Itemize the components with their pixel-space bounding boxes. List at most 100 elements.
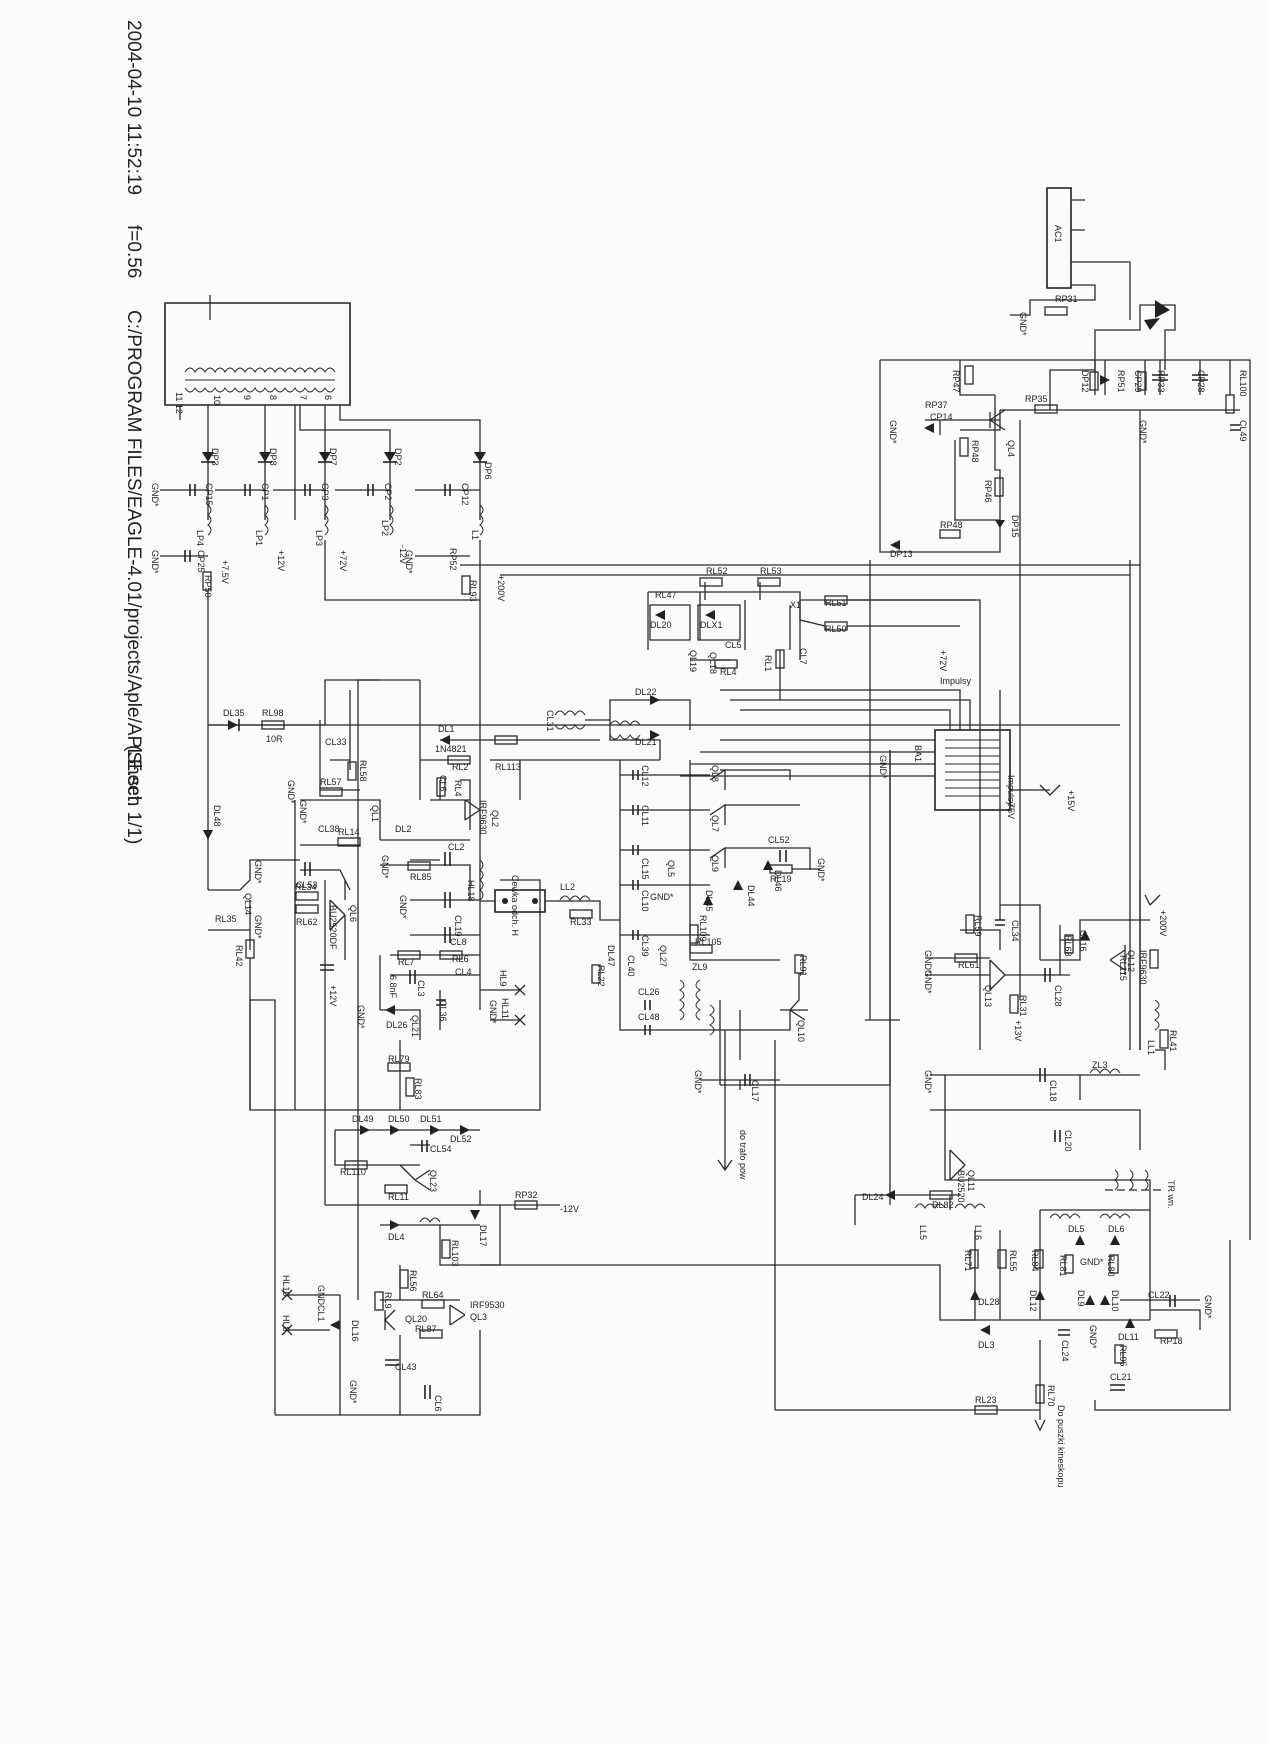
gnd-label: GND* <box>1080 1257 1104 1267</box>
gnd-label: GND* <box>1018 312 1028 336</box>
label-ql10: QL10 <box>796 1020 806 1042</box>
label-rl103: RL103 <box>450 1240 460 1267</box>
label-cp14: CP14 <box>930 412 953 422</box>
label-bu2520: BU2520 <box>956 1170 966 1203</box>
pin-label: 10 <box>212 395 222 405</box>
label-rl64: RL64 <box>422 1290 444 1300</box>
label-dl45: DL45 <box>704 890 714 912</box>
gnd-label: GND* <box>1088 1325 1098 1349</box>
label-rl31: RL31 <box>1018 995 1028 1017</box>
label-ql13: QL13 <box>983 985 993 1007</box>
label-cl20: CL20 <box>1063 1130 1073 1152</box>
label-r10: 10R <box>266 734 283 744</box>
label-dl51: DL51 <box>420 1114 442 1124</box>
diode-dl3 <box>980 1325 990 1335</box>
label-ql2: QL2 <box>490 810 500 827</box>
label-dl20: DL20 <box>650 620 672 630</box>
label-ql14: QL14 <box>243 893 253 915</box>
diode-dp12 <box>1100 375 1110 385</box>
label-rl80: RL80 <box>1106 1255 1116 1277</box>
diode-dp3 <box>201 452 215 463</box>
label-dl6: DL6 <box>1108 1224 1125 1234</box>
diode-dp13 <box>890 540 900 550</box>
label-dl12: DL12 <box>1028 1290 1038 1312</box>
label-cp15: CP15 <box>204 483 214 506</box>
diode-dl6 <box>1110 1235 1120 1245</box>
label-rp32: RP32 <box>515 1190 538 1200</box>
label-dl10: DL10 <box>1110 1290 1120 1312</box>
label-rp35: RP35 <box>1025 394 1048 404</box>
label-cl31: CL31 <box>545 710 555 732</box>
label-cl4: CL4 <box>455 967 472 977</box>
label-rp48b: RP48 <box>940 520 963 530</box>
label-cl17: CL17 <box>750 1080 760 1102</box>
label-dp6: DP6 <box>483 462 493 480</box>
label-ql8: QL8 <box>710 765 720 782</box>
label-cp28: CP28 <box>1196 370 1206 393</box>
label-cl19: CL19 <box>453 915 463 937</box>
diode-dl17 <box>470 1210 480 1220</box>
label-cl15: CL15 <box>640 858 650 880</box>
label-dl17: DL17 <box>478 1225 488 1247</box>
diode-dp7 <box>318 452 332 463</box>
label-hl9: HL9 <box>498 970 508 987</box>
diode-dl45 <box>703 895 713 905</box>
pin-label: 6 <box>323 395 333 400</box>
diode-cp14 <box>924 423 934 433</box>
pin-label: 9 <box>242 395 252 400</box>
header-timestamp: 2004-04-10 11:52:19 <box>123 20 144 195</box>
header-scale: f=0.56 <box>123 225 144 278</box>
label-cl28: CL28 <box>1053 985 1063 1007</box>
label-lp1: LP1 <box>254 530 264 546</box>
ba1-connector <box>934 729 1011 811</box>
label-rp48: RP48 <box>970 440 980 463</box>
label-rl4: RL4 <box>720 667 737 677</box>
label-cl24: CL24 <box>1060 1340 1070 1362</box>
label-rl4b: RL4 <box>453 780 463 797</box>
label-rl71: RL71 <box>963 1250 973 1272</box>
diode-dl16 <box>330 1320 340 1330</box>
header-sheet: (Sheet: 1/1) <box>123 745 144 844</box>
gnd-label: GND* <box>380 855 390 879</box>
label-dopuszki: Do puszki kineskopu <box>1056 1405 1066 1488</box>
label-ll1: LL1 <box>1146 1040 1156 1055</box>
label-hl18: HL18 <box>466 880 476 902</box>
diode-dl9 <box>1085 1295 1095 1305</box>
label-hl10: HL10 <box>281 1275 291 1297</box>
label-ql6: QL6 <box>348 905 358 922</box>
diode-dlx1 <box>705 610 715 620</box>
label-dl47: DL47 <box>606 945 616 967</box>
label-cp1: CP1 <box>260 483 270 501</box>
label-rl70: RL70 <box>1046 1385 1056 1407</box>
label-rp52: RP52 <box>448 548 458 571</box>
label-cl49: CL49 <box>1238 420 1248 442</box>
label-ll6: LL6 <box>973 1225 983 1240</box>
label-dlx1: DLX1 <box>700 620 723 630</box>
label-rp46: RP46 <box>983 480 993 503</box>
label-dl48: DL48 <box>212 805 222 827</box>
label-dp13: DP13 <box>890 549 913 559</box>
label-dl3: DL3 <box>978 1340 995 1350</box>
gnd-label: GND* <box>650 892 674 902</box>
gnd-label: GND* <box>150 550 160 574</box>
label-cl34: CL34 <box>1010 920 1020 942</box>
label-dl26: DL26 <box>386 1020 408 1030</box>
gnd-label: GND* <box>488 1000 498 1024</box>
label-rl105: RL105 <box>695 937 722 947</box>
gnd-label: GND* <box>923 970 933 994</box>
label-rl6: RL6 <box>452 954 469 964</box>
label-rl79: RL79 <box>388 1054 410 1064</box>
label-rl22: RL22 <box>596 965 606 987</box>
label-dp7: DP7 <box>328 448 338 466</box>
label-rl113: RL113 <box>495 762 521 772</box>
label-cl36: CL36 <box>438 1000 448 1022</box>
label-rp18: RP18 <box>1160 1336 1183 1346</box>
gnd-label: GND* <box>878 755 888 779</box>
label-rl61: RL61 <box>958 960 980 970</box>
label-dl44: DL44 <box>746 885 756 907</box>
label-cl52: CL52 <box>768 835 790 845</box>
label-v13: +13V <box>1013 1020 1023 1041</box>
label-rl55: RL55 <box>1008 1250 1018 1272</box>
label-ll2: LL2 <box>560 882 575 892</box>
